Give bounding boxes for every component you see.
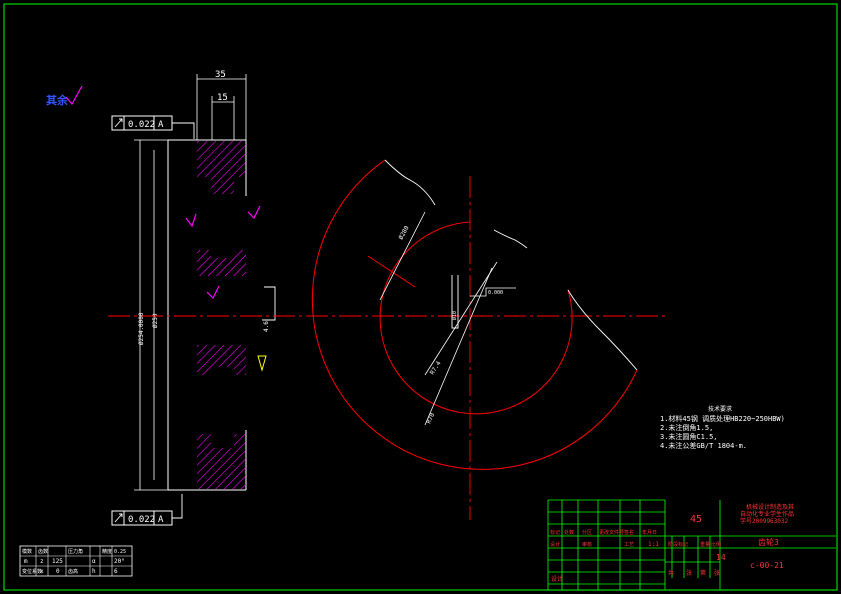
notes-title: 技术要求 — [708, 405, 732, 413]
dim-top-width: 35 — [215, 70, 226, 80]
surface-finish-text: 其余 — [46, 93, 69, 107]
tb-row-b: 设计 — [550, 541, 560, 548]
tb-label-2: 处数 — [564, 529, 574, 536]
tolerance-top-datum: A — [158, 120, 164, 130]
dim-center-note: Ø10 — [451, 311, 458, 320]
tb-part-name: 齿轮3 — [758, 537, 779, 547]
param-r1-1: z — [40, 558, 44, 565]
param-r1-0: m — [24, 558, 28, 565]
tb-company-3: 学号2009963032 — [740, 517, 789, 525]
dim-radius-mid: Ø280 — [398, 225, 411, 241]
dim-radius-a: R7.4 — [429, 360, 443, 376]
roughness-icon — [247, 205, 261, 220]
technical-notes: 技术要求 1.材料45钢 调质处理HB220~250HBW) 2.未注倒角1.5… — [660, 405, 785, 450]
param-r2-1: x — [40, 568, 44, 575]
tb-label-4: 更改文件号 — [599, 529, 624, 536]
param-r1-4: 20° — [114, 558, 125, 565]
param-header-1: 模数 — [22, 548, 32, 555]
gear-parameter-table: 模数 齿数 压力角 精度 0.25 m z 125 α 20° 变位系数 x 0… — [19, 545, 133, 577]
tb-label-7: 阶段标记 — [668, 541, 688, 548]
hub-circle-arc — [379, 221, 573, 415]
tb-label-9: 比例 — [711, 541, 721, 548]
param-r2-4: h — [92, 568, 96, 575]
tb-scale: 1:1 — [648, 541, 659, 548]
pitch-circle-arc — [311, 159, 638, 470]
title-block: 标记 处数 分区 更改文件号 签名 年月日 设计 审核 工艺 设计 阶段标记 重… — [547, 499, 836, 590]
runout-arrow-icon — [114, 513, 123, 523]
top-dimensions: 35 15 — [196, 70, 247, 140]
dim-small-mark: 4.6 — [263, 321, 270, 332]
tb-row-d: 工艺 — [624, 542, 634, 548]
runout-arrow-icon — [114, 118, 123, 128]
drawing-border — [3, 3, 838, 591]
break-line — [384, 159, 436, 206]
param-r1-3: α — [92, 558, 96, 565]
tb-bottom-3: 第 — [700, 569, 706, 577]
param-r2-0: 变位系数 — [22, 568, 42, 575]
param-r2-3: 齿高 — [68, 568, 78, 575]
gear-section-view: 4.6 — [167, 139, 276, 491]
tb-bottom-4: 张 — [714, 569, 720, 577]
break-line — [567, 289, 638, 371]
param-r2-2: 0 — [56, 568, 60, 575]
tb-company-1: 机械设计制造及其 — [746, 503, 794, 511]
notes-line-2: 2.未注倒角1.5, — [660, 423, 713, 432]
tolerance-top-value: 0.022 — [128, 120, 155, 130]
param-header-2: 齿数 — [38, 548, 48, 555]
tolerance-frame-top: 0.022 A — [111, 115, 195, 139]
param-header-6: 0.25 — [114, 549, 126, 555]
param-r1-2: 125 — [52, 558, 63, 565]
tb-label-6: 年月日 — [642, 529, 657, 536]
tolerance-bottom-value: 0.022 — [128, 515, 155, 525]
notes-line-3: 3.未注圆角C1.5, — [660, 432, 718, 441]
roughness-icon — [206, 285, 220, 300]
tb-bottom-1: 共 — [668, 569, 674, 577]
tb-bottom-2: 张 — [686, 569, 692, 577]
dim-radius-b: R70 — [425, 412, 436, 425]
dim-inner-width: 15 — [217, 93, 228, 103]
notes-line-1: 1.材料45钢 调质处理HB220~250HBW) — [660, 414, 785, 423]
surface-finish-symbol-icon — [65, 85, 83, 106]
dim-left-dia-2: Ø250 — [152, 313, 159, 328]
centerlines — [108, 176, 668, 520]
left-diameter-dimensions: Ø254.0000 Ø250 — [134, 139, 168, 491]
tb-quantity: 14 — [716, 553, 726, 562]
tb-bottom-left: 设计 — [551, 575, 563, 583]
tolerance-bottom-datum: A — [158, 515, 164, 525]
tb-label-1: 标记 — [550, 529, 560, 536]
break-line — [493, 229, 528, 249]
notes-line-4: 4.未注公差GB/T 1804-m. — [660, 441, 747, 450]
tb-row-c: 审核 — [582, 541, 592, 548]
gear-front-view: Ø280 Ø10 0.000 R7.4 R70 — [311, 159, 638, 470]
tb-label-8: 重量 — [700, 541, 710, 548]
dim-left-dia-1: Ø254.0000 — [138, 312, 145, 345]
tb-material: 45 — [690, 514, 702, 525]
param-header-3: 压力角 — [68, 548, 83, 555]
tolerance-frame-bottom: 0.022 A — [111, 494, 183, 526]
dim-center-note-2: 0.000 — [488, 290, 503, 296]
surface-finish-note: 其余 — [46, 85, 83, 107]
param-r2-5: 6 — [114, 568, 118, 575]
param-header-4: 精度 — [102, 548, 112, 555]
tb-drawing-no: c-00-21 — [750, 561, 784, 570]
tb-label-5: 签名 — [624, 529, 634, 536]
tb-company-2: 自动化专业学生作品 — [740, 510, 794, 518]
datum-marker-icon — [257, 355, 267, 372]
roughness-icon — [185, 213, 197, 228]
tb-label-3: 分区 — [582, 529, 592, 536]
